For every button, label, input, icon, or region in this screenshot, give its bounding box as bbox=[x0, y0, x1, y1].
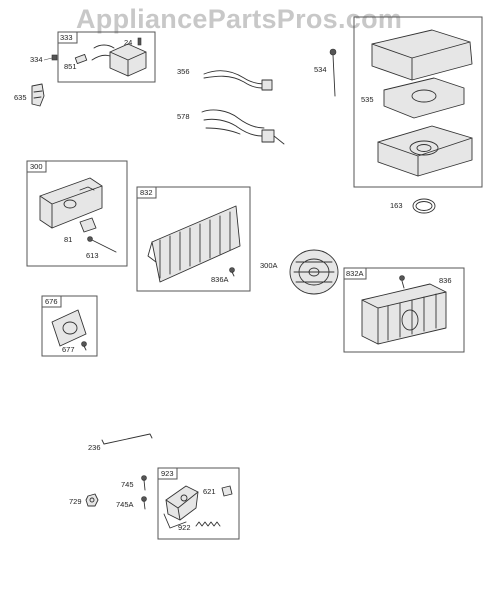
part-label-836a: 836A bbox=[211, 275, 229, 284]
plate-676-drawing bbox=[51, 309, 87, 347]
flywheel-300a-drawing bbox=[289, 249, 339, 295]
group-832a-tag-box bbox=[343, 267, 367, 280]
screw-836a-drawing bbox=[229, 267, 235, 277]
group-300-frame bbox=[26, 160, 128, 267]
watermark-text: AppliancePartsPros.com bbox=[76, 4, 402, 34]
group-676-frame bbox=[41, 295, 98, 357]
part-label-613: 613 bbox=[86, 251, 99, 260]
part-label-534: 534 bbox=[314, 65, 327, 74]
guard-832a-drawing bbox=[361, 283, 447, 345]
group-832-tag: 832 bbox=[140, 188, 153, 197]
group-333-tag-box bbox=[57, 31, 78, 44]
muffler-drawing bbox=[39, 177, 103, 229]
spring-922-drawing bbox=[195, 521, 221, 527]
group-air-filter-frame bbox=[353, 16, 483, 188]
group-832a-tag: 832A bbox=[346, 269, 364, 278]
fitting-635-drawing bbox=[31, 83, 45, 107]
part-label-163: 163 bbox=[390, 201, 403, 210]
air-filter-element-drawing bbox=[383, 77, 465, 119]
group-300[interactable]: 300 bbox=[26, 160, 128, 267]
part-label-81: 81 bbox=[64, 235, 72, 244]
clip-621-drawing bbox=[221, 485, 233, 497]
ignition-coil-drawing bbox=[74, 37, 147, 77]
part-label-24: 24 bbox=[124, 38, 132, 47]
group-923-frame bbox=[157, 467, 240, 540]
part-label-334: 334 bbox=[30, 55, 43, 64]
wire-578-drawing bbox=[201, 109, 285, 145]
group-333-frame bbox=[57, 31, 156, 83]
group-923-tag: 923 bbox=[161, 469, 174, 478]
nut-729-drawing bbox=[85, 493, 99, 507]
bolt-534-drawing bbox=[329, 48, 337, 97]
part-label-356: 356 bbox=[177, 67, 190, 76]
gasket-163-drawing bbox=[412, 198, 436, 214]
control-bracket-drawing bbox=[163, 485, 199, 529]
group-333[interactable]: 333 bbox=[57, 31, 156, 83]
screw-745-drawing bbox=[141, 475, 147, 491]
group-923[interactable]: 923 bbox=[157, 467, 240, 540]
screw-745a-drawing bbox=[141, 496, 147, 510]
part-label-578: 578 bbox=[177, 112, 190, 121]
part-label-677: 677 bbox=[62, 345, 75, 354]
part-label-922: 922 bbox=[178, 523, 191, 532]
part-label-745: 745 bbox=[121, 480, 134, 489]
link-236-drawing bbox=[101, 433, 153, 445]
group-832a[interactable]: 832A bbox=[343, 267, 465, 353]
group-300-tag-box bbox=[26, 160, 47, 173]
part-label-635: 635 bbox=[14, 93, 27, 102]
screw-613-drawing bbox=[87, 236, 117, 253]
screw-836-drawing bbox=[399, 275, 405, 289]
group-676-tag-box bbox=[41, 295, 62, 308]
group-333-tag: 333 bbox=[60, 33, 73, 42]
group-air-filter[interactable] bbox=[353, 16, 483, 188]
group-676[interactable]: 676 bbox=[41, 295, 98, 357]
part-label-836: 836 bbox=[439, 276, 452, 285]
wire-356-drawing bbox=[203, 70, 273, 91]
part-label-729: 729 bbox=[69, 497, 82, 506]
part-label-300a: 300A bbox=[260, 261, 278, 270]
group-832-tag-box bbox=[136, 186, 157, 199]
bolt-334-drawing bbox=[51, 54, 58, 61]
group-832a-frame bbox=[343, 267, 465, 353]
group-300-tag: 300 bbox=[30, 162, 43, 171]
group-832[interactable]: 832 bbox=[136, 186, 251, 292]
air-filter-cover-drawing bbox=[371, 29, 473, 81]
bracket-81-drawing bbox=[79, 217, 97, 233]
air-filter-base-drawing bbox=[377, 125, 473, 177]
part-label-236: 236 bbox=[88, 443, 101, 452]
part-label-621: 621 bbox=[203, 487, 216, 496]
group-923-tag-box bbox=[157, 467, 178, 480]
part-label-535: 535 bbox=[361, 95, 374, 104]
group-676-tag: 676 bbox=[45, 297, 58, 306]
group-832-frame bbox=[136, 186, 251, 292]
part-label-745a: 745A bbox=[116, 500, 134, 509]
shield-832-drawing bbox=[147, 205, 241, 283]
part-label-851: 851 bbox=[64, 62, 77, 71]
screw-677-drawing bbox=[81, 341, 87, 351]
